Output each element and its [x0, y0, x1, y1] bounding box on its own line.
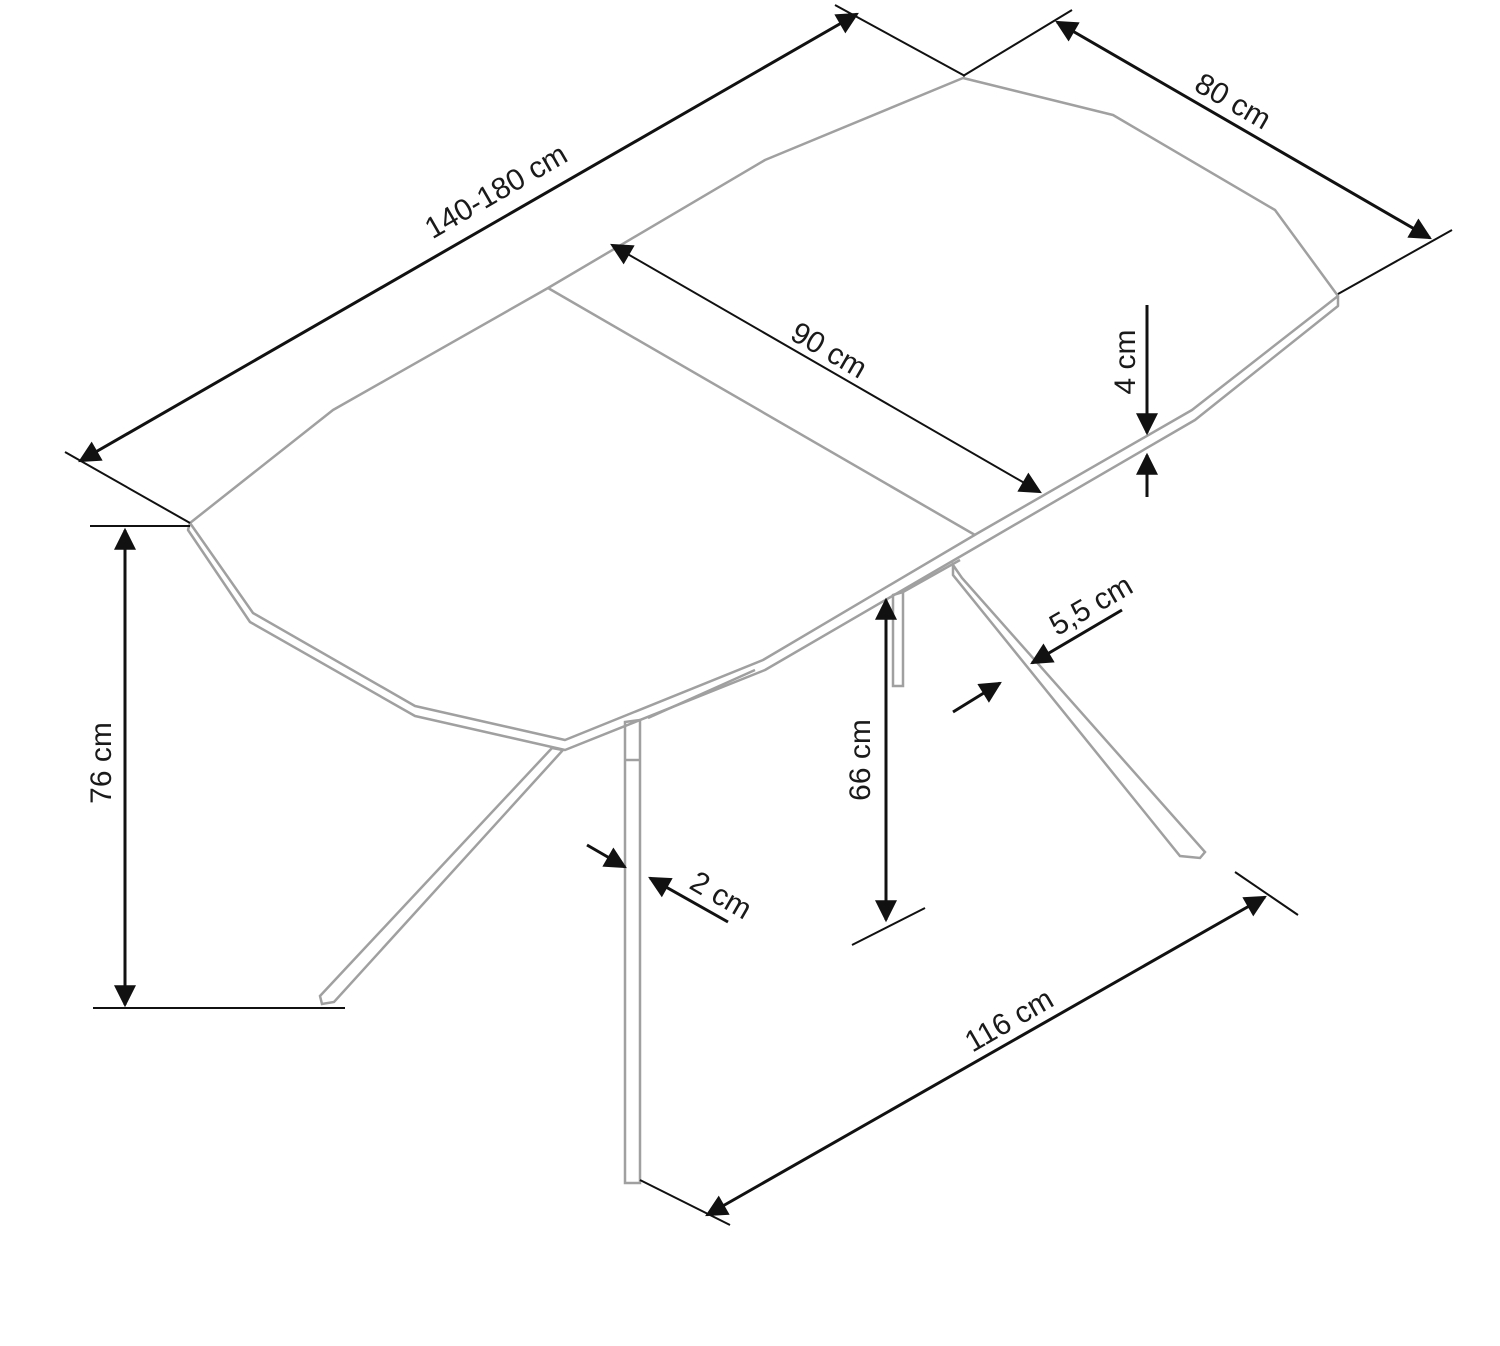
dimension-length: 140-180 cm	[64, 4, 966, 524]
dimension-width: 80 cm	[962, 9, 1453, 295]
tabletop-edge	[186, 296, 1340, 752]
extension-seam	[547, 286, 976, 537]
dimension-thickness: 4 cm	[1109, 305, 1158, 497]
table-legs	[318, 558, 1207, 1185]
clearance-label: 66 cm	[844, 719, 877, 801]
thickness-label: 4 cm	[1109, 329, 1142, 394]
leg-span-label: 116 cm	[959, 982, 1059, 1059]
leg-front-center	[623, 718, 642, 1185]
height-label: 76 cm	[85, 722, 118, 804]
dimension-clearance: 66 cm	[844, 597, 926, 946]
leg-front-left	[318, 746, 566, 1006]
dimension-extension: 90 cm	[610, 243, 1042, 494]
leg-right-joint	[902, 558, 961, 594]
dimension-leg-thickness: 2 cm	[586, 843, 757, 926]
leg-width-label: 5,5 cm	[1044, 569, 1138, 643]
dimension-height: 76 cm	[85, 525, 345, 1009]
tabletop-surface	[188, 76, 1340, 742]
tabletop	[186, 76, 1340, 752]
leg-right	[951, 560, 1207, 860]
leg-back	[891, 590, 905, 688]
extension-label: 90 cm	[785, 316, 872, 385]
width-label: 80 cm	[1189, 67, 1276, 136]
